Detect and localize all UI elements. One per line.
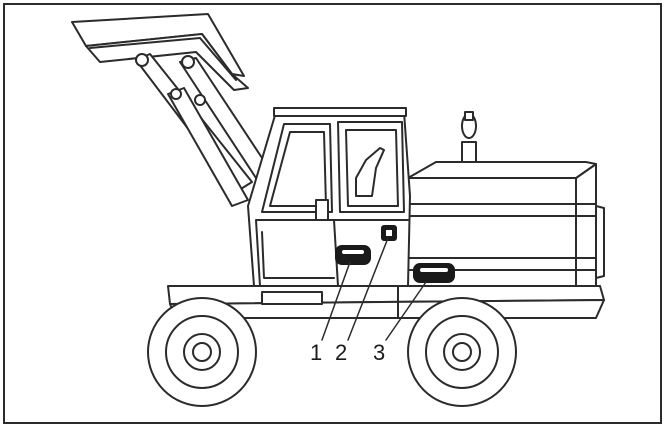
engine-housing [407, 111, 605, 287]
rear-wheel [407, 297, 517, 407]
component-2 [381, 225, 397, 241]
callout-1: 1 [310, 340, 323, 365]
front-wheel [147, 297, 257, 407]
callout-3: 3 [373, 340, 386, 365]
boom-arm [71, 13, 249, 91]
boom-linkage [135, 53, 271, 207]
component-1 [335, 245, 371, 265]
operator-cab [247, 107, 411, 287]
callout-2: 2 [335, 340, 348, 365]
leader-lines [321, 237, 427, 341]
component-3 [413, 263, 455, 283]
